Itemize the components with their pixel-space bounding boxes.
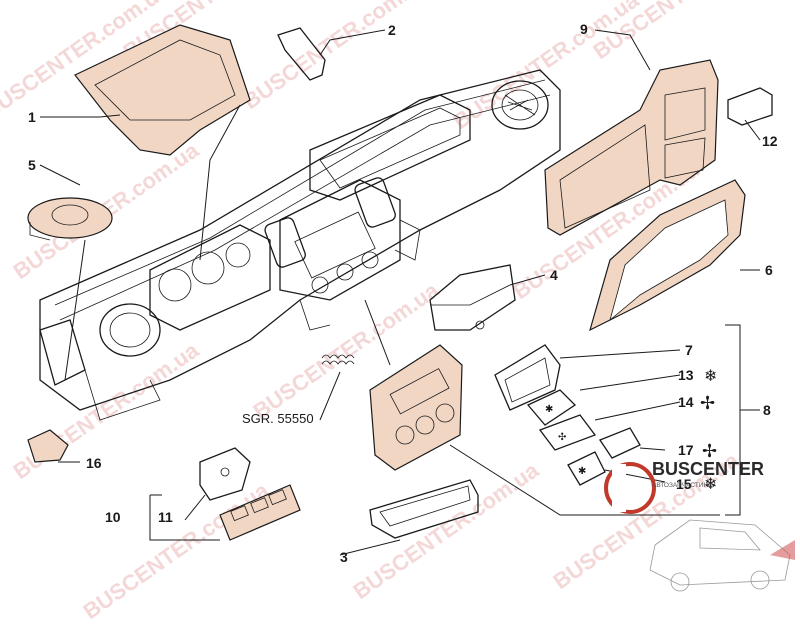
callout-13: 13 xyxy=(678,367,694,383)
logo-tagline: АВТОЗАПЧАСТИНИ xyxy=(652,482,713,489)
buscenter-logo: BUSCENTER АВТОЗАПЧАСТИНИ xyxy=(604,459,795,592)
part-4-ashtray xyxy=(429,264,516,331)
part-15-knob: ✱ xyxy=(567,451,606,486)
part-console-bezel xyxy=(369,344,463,471)
callout-17: 17 xyxy=(678,442,694,458)
watermark: BUSCENTER.com.ua xyxy=(239,0,434,114)
watermark: BUSCENTER.com.ua xyxy=(349,457,544,604)
part-1-cluster-hood xyxy=(74,24,251,156)
callout-5: 5 xyxy=(28,157,36,173)
callout-16: 16 xyxy=(86,455,102,471)
callout-labels: 1 2 3 4 5 6 7 8 9 10 11 12 13 14 15 16 1… xyxy=(28,21,778,565)
callout-7: 7 xyxy=(685,342,693,358)
callout-8: 8 xyxy=(763,402,771,418)
callout-2: 2 xyxy=(388,22,396,38)
part-16-clip xyxy=(27,429,69,463)
part-13-knob: ✱ xyxy=(526,389,577,426)
callout-1: 1 xyxy=(28,109,36,125)
watermark: BUSCENTER.com.ua xyxy=(79,477,274,624)
callout-11: 11 xyxy=(158,509,173,525)
fan-icon: ✢ xyxy=(702,441,717,462)
part-2-switch-cover xyxy=(277,27,326,81)
callout-3: 3 xyxy=(340,549,348,565)
callout-9: 9 xyxy=(580,21,588,37)
callout-12: 12 xyxy=(762,133,778,149)
logo-name: BUSCENTER xyxy=(652,459,764,479)
part-9-glovebox xyxy=(544,59,719,236)
svg-text:✣: ✣ xyxy=(558,432,566,443)
symbol-icons: ❄ ✢ ✢ ❄ xyxy=(700,366,717,493)
part-3-storage-tray xyxy=(369,479,479,539)
svg-text:✱: ✱ xyxy=(545,404,553,415)
spring-part xyxy=(321,354,355,365)
reference-code: SGR. 55550 xyxy=(242,411,314,426)
dashboard-assembly xyxy=(39,69,561,421)
part-5-speaker-grille xyxy=(27,197,113,241)
part-17-knob xyxy=(599,427,641,459)
snowflake-icon: ❄ xyxy=(704,366,717,385)
part-12-small-cover xyxy=(727,87,773,126)
fan-icon: ✢ xyxy=(700,393,715,414)
svg-text:✱: ✱ xyxy=(578,466,586,477)
part-14-knob: ✣ xyxy=(538,414,597,451)
part-11-switch-block xyxy=(199,447,251,501)
part-6-glovebox-frame xyxy=(589,179,746,332)
callout-10: 10 xyxy=(105,509,121,525)
callout-14: 14 xyxy=(678,394,694,410)
callout-15: 15 xyxy=(676,476,692,492)
part-10-switch-panel xyxy=(219,484,301,541)
callout-4: 4 xyxy=(550,267,558,283)
snowflake-icon: ❄ xyxy=(704,474,717,493)
part-7-heater-panel xyxy=(494,344,561,411)
callout-6: 6 xyxy=(765,262,773,278)
